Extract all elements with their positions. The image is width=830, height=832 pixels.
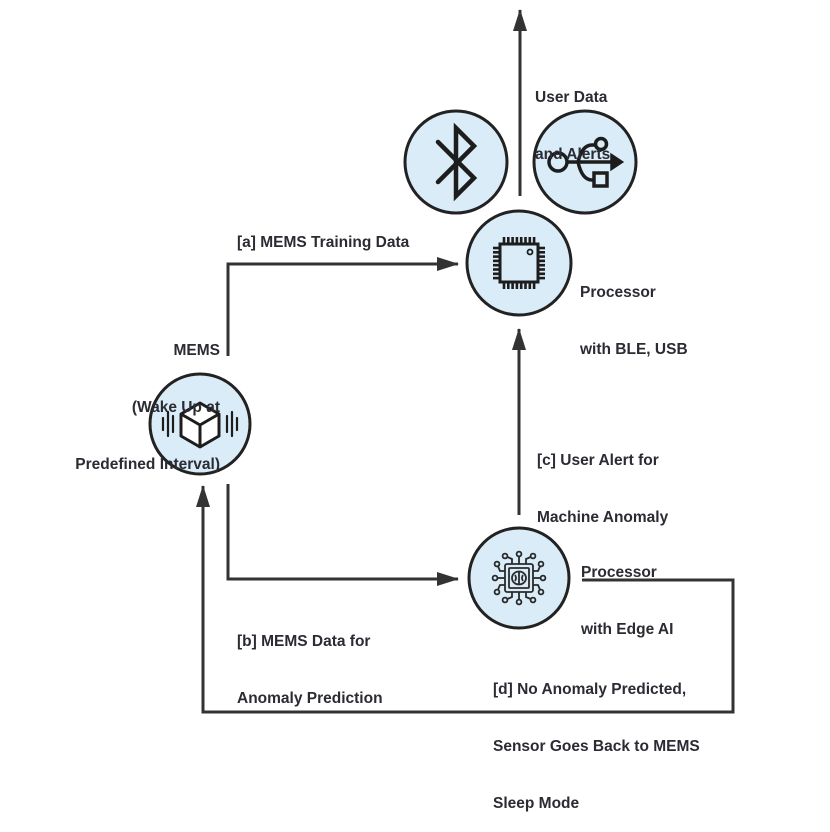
edge-c-label: [c] User Alert for Machine Anomaly: [537, 413, 668, 546]
processor-ble-usb-label-line2: with BLE, USB: [580, 341, 688, 358]
processor-edge-ai-label: Processor with Edge AI: [581, 525, 673, 658]
mems-sensor-cube-icon: [161, 401, 239, 449]
edge-c-label-line1: [c] User Alert for: [537, 452, 659, 469]
edge-a-label: [a] MEMS Training Data: [237, 234, 410, 251]
edge-d-label-line3: Sleep Mode: [493, 795, 580, 812]
edge-b-label-line1: [b] MEMS Data for: [237, 633, 371, 650]
output-label-line2: and Alerts: [535, 146, 611, 163]
chip-icon: [493, 237, 545, 289]
processor-ble-usb-label-line1: Processor: [580, 284, 656, 301]
edge-a-arrow: [226, 257, 459, 356]
edge-d-label-line1: [d] No Anomaly Predicted,: [493, 681, 687, 698]
edge-b-label: [b] MEMS Data for Anomaly Prediction: [237, 594, 383, 727]
flow-diagram: [148, 9, 735, 714]
output-label-line1: User Data: [535, 89, 608, 106]
mems-label-line1: MEMS: [173, 342, 221, 359]
mems-label-line2: (Wake Up at: [131, 399, 220, 416]
bluetooth-icon: [435, 122, 478, 202]
edge-b-label-line2: Anomaly Prediction: [237, 690, 383, 707]
output-label: User Data and Alerts: [535, 50, 610, 183]
processor-ble-usb-label: Processor with BLE, USB: [580, 245, 688, 378]
edge-d-arrow: [196, 485, 735, 714]
edge-d-label: [d] No Anomaly Predicted, Sensor Goes Ba…: [493, 642, 700, 832]
ai-brain-chip-icon: [491, 550, 547, 606]
node-processor-ble-usb: [465, 209, 573, 317]
usb-icon: [547, 136, 625, 188]
mems-label-line3: Predefined Interval): [75, 456, 220, 473]
node-usb: [532, 109, 638, 215]
mems-label: MEMS (Wake Up at Predefined Interval): [75, 303, 220, 493]
processor-edge-ai-label-line2: with Edge AI: [581, 621, 674, 638]
node-mems: [148, 372, 252, 476]
node-processor-edge-ai: [467, 526, 571, 630]
edge-c-label-line2: Machine Anomaly: [537, 509, 669, 526]
node-bluetooth: [403, 109, 509, 215]
edge-b-arrow: [226, 484, 459, 586]
edge-d-label-line2: Sensor Goes Back to MEMS: [493, 738, 700, 755]
processor-edge-ai-label-line1: Processor: [581, 564, 657, 581]
